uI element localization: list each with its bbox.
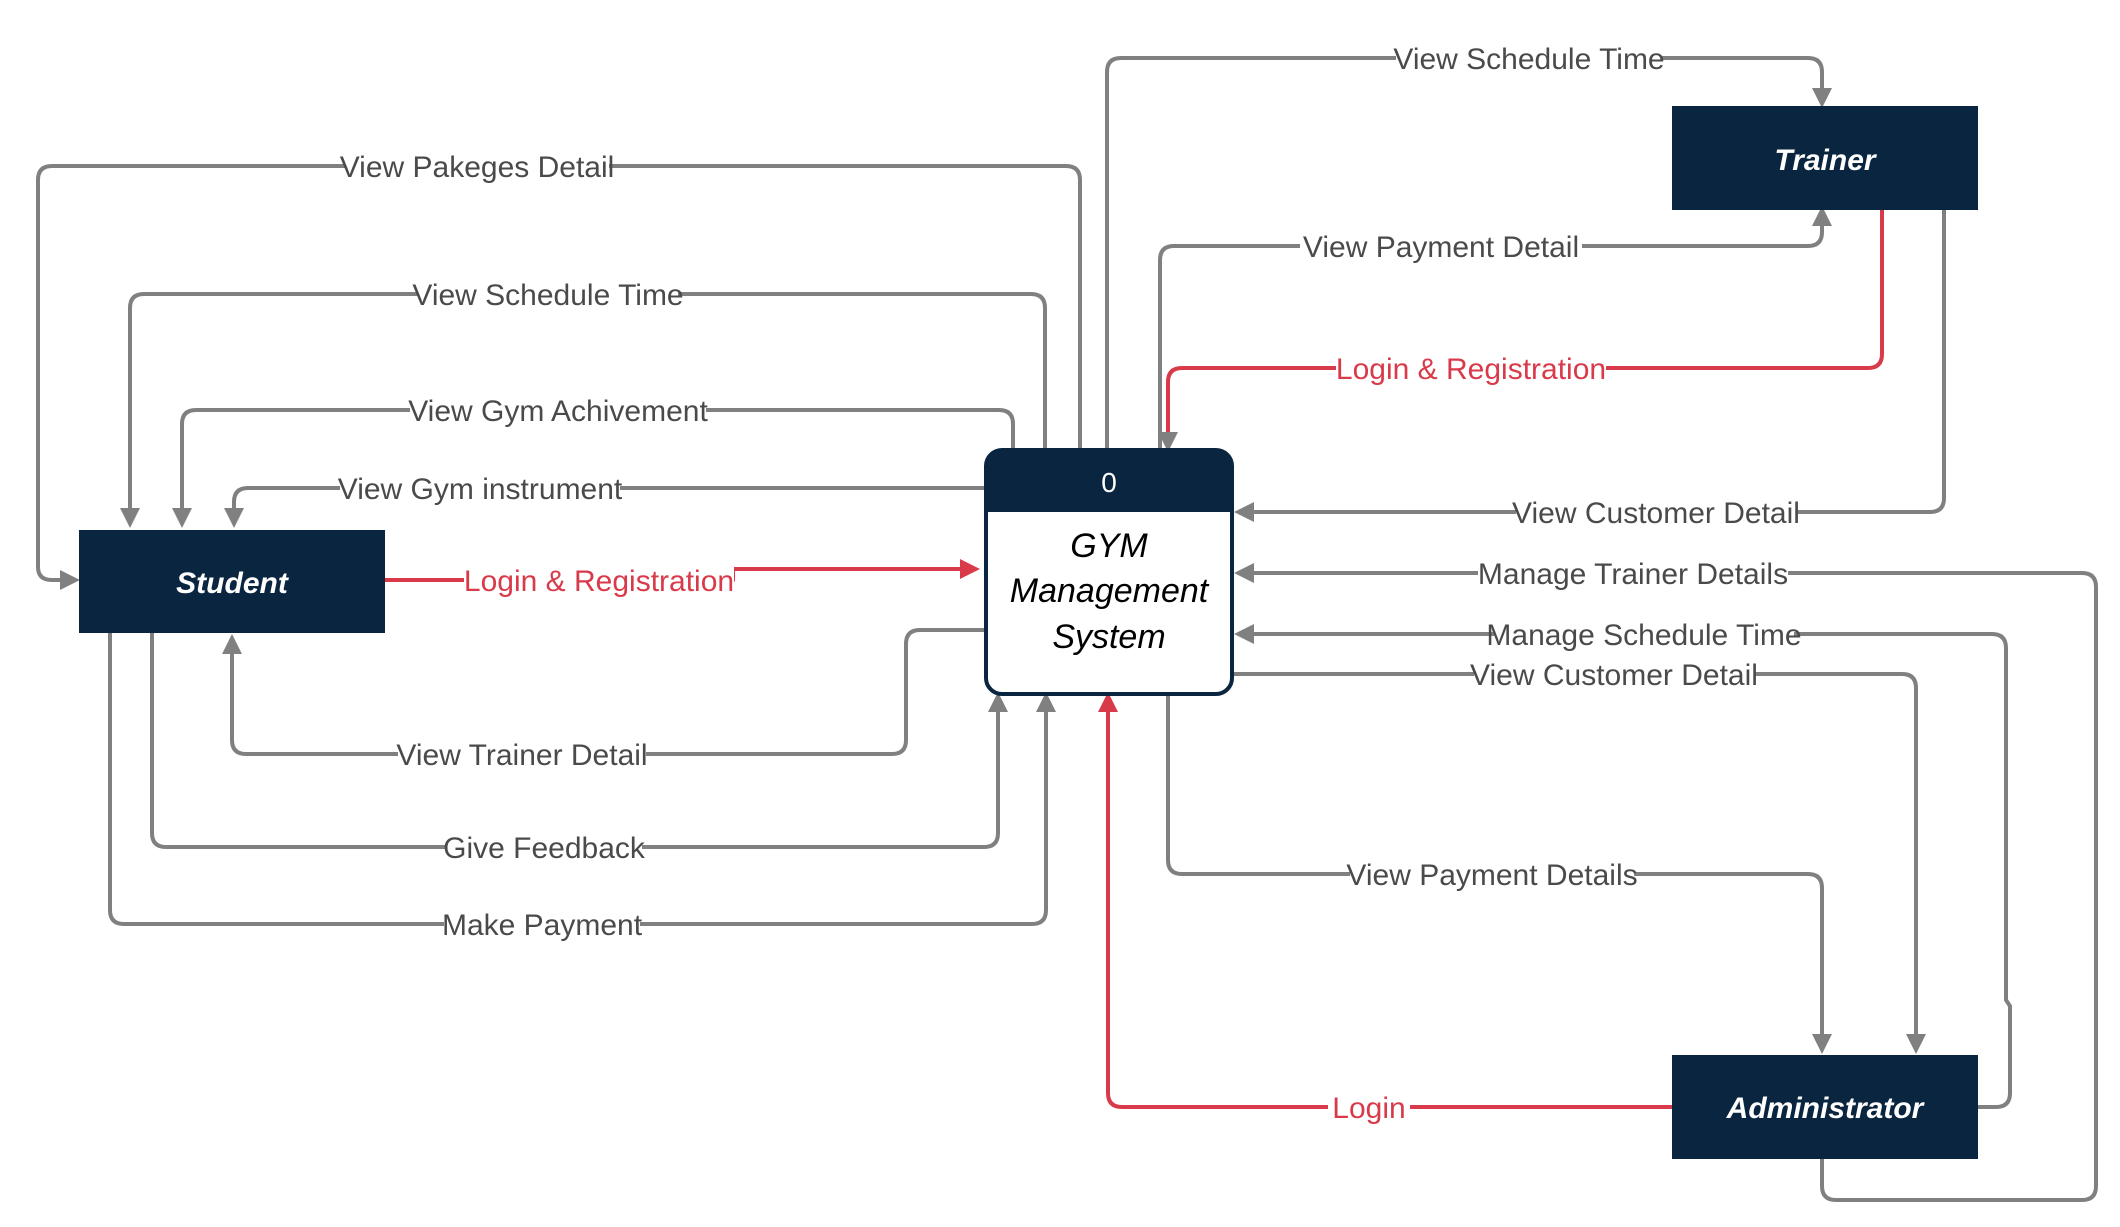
- flow-line-admin-manage-trainer: [1234, 563, 2098, 1202]
- process-name-line-2: Management: [1010, 572, 1210, 610]
- svg-text:Manage Schedule Time: Manage Schedule Time: [1486, 619, 1801, 652]
- flow-label-admin-view-payment: View Payment Details: [1346, 856, 1638, 892]
- svg-text:View Trainer Detail: View Trainer Detail: [396, 739, 647, 772]
- process-gym-management-system[interactable]: 0 GYM Management System: [984, 448, 1234, 696]
- svg-text:Manage Trainer Details: Manage Trainer Details: [1478, 558, 1788, 591]
- flow-label-admin-login: Login: [1328, 1089, 1410, 1125]
- flow-line-admin-view-customer: [1230, 672, 1926, 1054]
- flow-label-student-view-trainer: View Trainer Detail: [396, 736, 648, 772]
- flow-label-student-feedback: Give Feedback: [443, 829, 646, 865]
- process-name-line-3: System: [1052, 618, 1165, 656]
- flow-label-admin-manage-schedule: Manage Schedule Time: [1486, 616, 1802, 652]
- process-name-line-1: GYM: [1070, 527, 1148, 565]
- flow-label-admin-manage-trainer: Manage Trainer Details: [1478, 555, 1788, 591]
- svg-text:Login & Registration: Login & Registration: [464, 565, 734, 598]
- flow-label-student-login: Login & Registration: [464, 562, 734, 598]
- flow-line-student-view-pakeges: [36, 164, 1082, 590]
- flow-line-admin-login: [1098, 692, 1674, 1109]
- flow-line-student-view-trainer: [222, 628, 987, 756]
- svg-text:Login: Login: [1332, 1092, 1405, 1125]
- flow-label-student-view-pakeges: View Pakeges Detail: [340, 148, 615, 184]
- svg-text:Give Feedback: Give Feedback: [443, 832, 646, 865]
- svg-text:View Payment Details: View Payment Details: [1346, 859, 1637, 892]
- flow-label-trainer-view-schedule: View Schedule Time: [1393, 40, 1665, 76]
- flow-label-student-view-instrument: View Gym instrument: [338, 470, 623, 506]
- flow-labels: View Pakeges Detail View Schedule Time V…: [338, 40, 1802, 1125]
- svg-text:View Customer Detail: View Customer Detail: [1512, 497, 1800, 530]
- svg-text:View Gym Achivement: View Gym Achivement: [408, 395, 708, 428]
- flow-label-trainer-view-payment: View Payment Detail: [1300, 228, 1582, 264]
- svg-text:View Payment Detail: View Payment Detail: [1303, 231, 1579, 264]
- flow-lines: [36, 56, 2098, 1202]
- entity-trainer-label: Trainer: [1774, 144, 1877, 177]
- svg-text:View Schedule Time: View Schedule Time: [1393, 43, 1664, 76]
- entity-student[interactable]: Student: [79, 530, 385, 633]
- svg-text:View Pakeges Detail: View Pakeges Detail: [340, 151, 615, 184]
- flow-label-trainer-view-customer: View Customer Detail: [1512, 494, 1800, 530]
- entity-student-label: Student: [176, 567, 290, 600]
- svg-text:Make Payment: Make Payment: [442, 909, 643, 942]
- svg-text:Login & Registration: Login & Registration: [1336, 353, 1606, 386]
- flow-label-student-payment: Make Payment: [442, 906, 643, 942]
- flow-line-trainer-view-customer: [1234, 208, 1946, 522]
- flow-label-student-view-schedule: View Schedule Time: [412, 276, 684, 312]
- svg-text:View Schedule Time: View Schedule Time: [412, 279, 683, 312]
- entity-trainer[interactable]: Trainer: [1672, 106, 1978, 210]
- svg-text:View Gym instrument: View Gym instrument: [338, 473, 623, 506]
- entity-administrator[interactable]: Administrator: [1672, 1055, 1978, 1159]
- svg-text:View Customer Detail: View Customer Detail: [1470, 659, 1758, 692]
- flow-label-admin-view-customer: View Customer Detail: [1470, 656, 1758, 692]
- entity-administrator-label: Administrator: [1726, 1092, 1926, 1125]
- process-id: 0: [1101, 467, 1117, 498]
- flow-label-student-view-achivement: View Gym Achivement: [408, 392, 708, 428]
- flow-line-admin-manage-schedule: [1234, 624, 2012, 1109]
- flow-label-trainer-login: Login & Registration: [1336, 350, 1606, 386]
- flow-line-student-view-instrument: [224, 486, 987, 528]
